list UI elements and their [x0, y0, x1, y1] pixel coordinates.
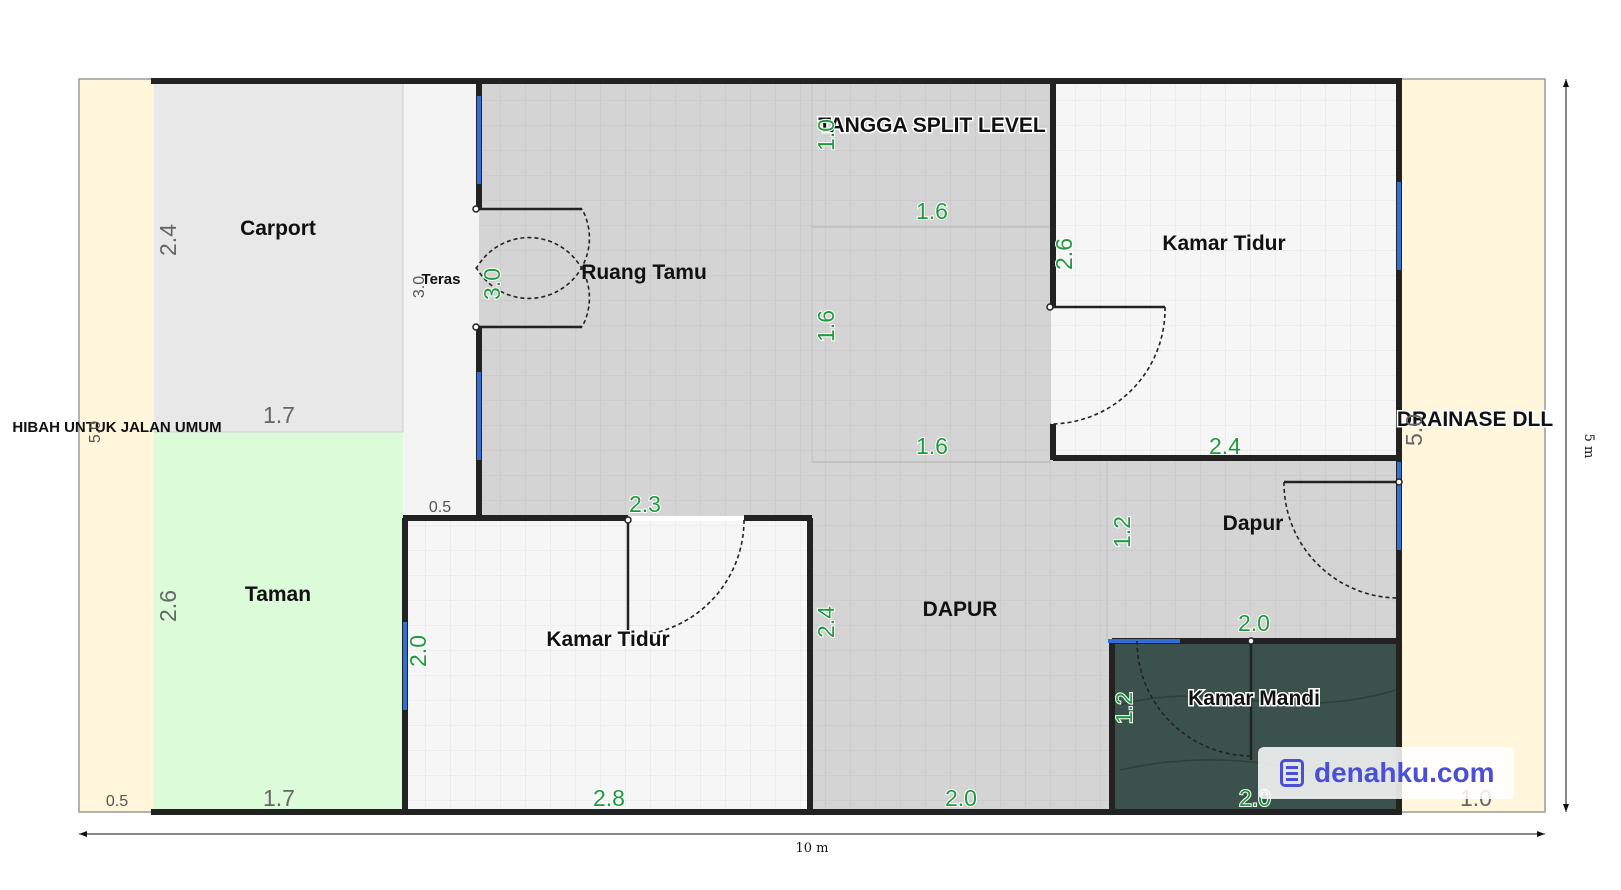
dim-kamar-tidur-2-width: 2.8 — [593, 785, 625, 811]
dim-left-strip-width: 0.5 — [106, 793, 128, 810]
dim-carport-width: 1.7 — [263, 402, 295, 428]
label-tangga-split-level: TANGGA SPLIT LEVEL — [818, 114, 1046, 137]
dim-ruang-tamu-height: 3.0 — [479, 268, 505, 300]
dim-tangga-width: 1.6 — [916, 198, 948, 224]
dim-right-strip-height: 5.0 — [1401, 414, 1427, 446]
dim-kamar-tidur-1-width: 2.4 — [1209, 433, 1241, 459]
dim-kamar-tidur-2-height: 2.0 — [405, 635, 431, 667]
doors — [472, 205, 1403, 760]
dim-left-strip-height: 5.0 — [87, 421, 104, 443]
dim-corridor-vertical: 1.6 — [813, 310, 839, 342]
dim-dapur-height: 2.4 — [813, 606, 839, 638]
dim-kamar-tidur-1-height: 2.6 — [1051, 238, 1077, 270]
dim-taman-height: 2.6 — [155, 590, 181, 622]
dim-taman-width: 1.7 — [263, 785, 295, 811]
dim-dapur-width: 2.0 — [945, 785, 977, 811]
taman-area — [154, 432, 405, 809]
label-dapur-main: DAPUR — [923, 598, 998, 621]
dim-dapur-small-height: 1.2 — [1109, 516, 1135, 548]
label-ruang-tamu: Ruang Tamu — [581, 261, 707, 284]
label-kamar-mandi: Kamar Mandi — [1188, 687, 1320, 710]
label-teras: Teras — [422, 271, 461, 288]
label-carport: Carport — [240, 217, 316, 240]
label-drainase: DRAINASE DLL — [1397, 408, 1554, 431]
carport-area — [154, 84, 403, 432]
label-taman: Taman — [245, 583, 311, 606]
teras-area — [403, 84, 479, 516]
dim-corridor-width: 1.6 — [916, 433, 948, 459]
ruang-tamu-floor — [479, 84, 1051, 516]
overall-dimension-lines — [79, 79, 1569, 837]
right-strip — [1399, 80, 1544, 811]
dim-dapur-small-width: 2.0 — [1238, 610, 1270, 636]
dim-teras-height: 3.0 — [411, 276, 428, 298]
overall-height-label: 5 m — [1581, 434, 1596, 459]
document-list-icon — [1280, 759, 1304, 787]
left-strip — [80, 80, 154, 811]
label-kamar-tidur-2: Kamar Tidur — [546, 628, 669, 651]
label-hibah-jalan-umum: HIBAH UNTUK JALAN UMUM — [12, 419, 221, 436]
overall-width-label: 10 m — [795, 841, 828, 856]
label-dapur-small: Dapur — [1223, 512, 1284, 535]
dim-kamar-mandi-height: 1.2 — [1111, 692, 1137, 724]
dim-tangga-vertical: 1.0 — [813, 119, 839, 151]
label-kamar-tidur-1: Kamar Tidur — [1162, 232, 1285, 255]
kamar-tidur-1-floor — [1051, 84, 1398, 458]
dim-teras-width: 0.5 — [429, 499, 451, 516]
dim-kamar-tidur-2-top: 2.3 — [629, 491, 661, 517]
watermark-text: denahku.com — [1314, 757, 1495, 788]
watermark-badge: denahku.com — [1258, 747, 1514, 799]
kamar-tidur-2-floor — [405, 521, 810, 809]
windows — [403, 96, 1401, 710]
dim-carport-height: 2.4 — [155, 224, 181, 256]
